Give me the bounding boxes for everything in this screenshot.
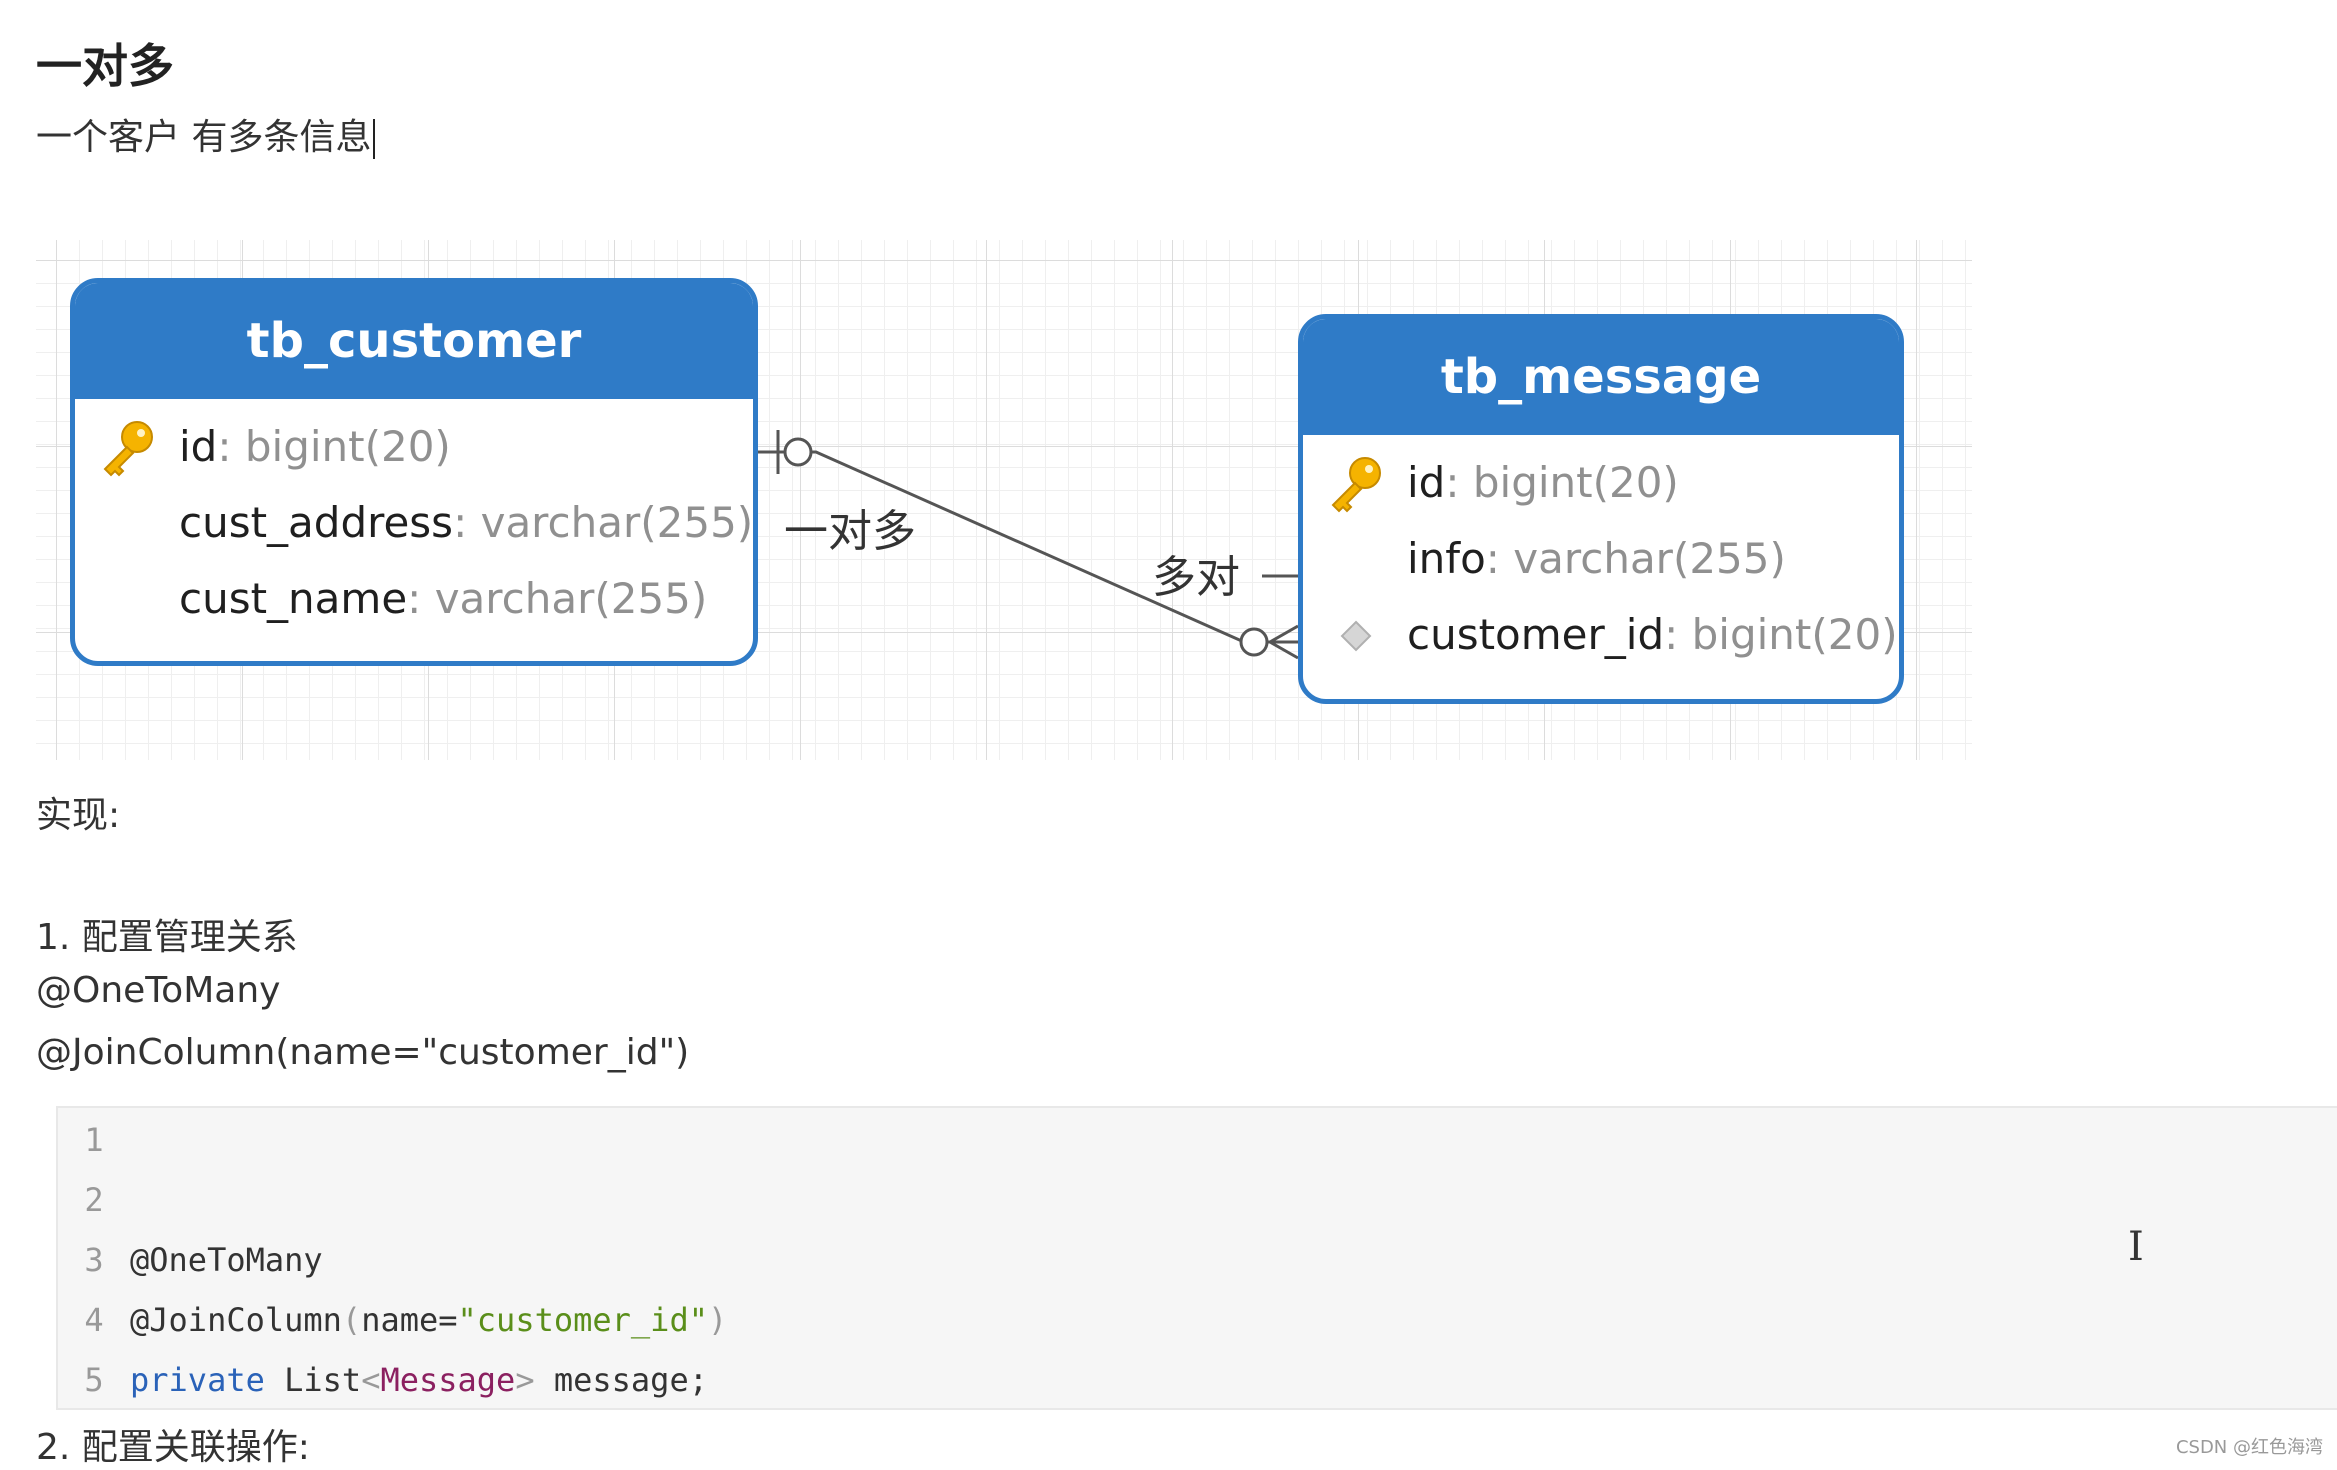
column-type: bigint(20)	[1472, 458, 1679, 507]
column-separator: :	[1445, 458, 1460, 507]
code-line: 4 @JoinColumn(name="customer_id")	[58, 1290, 2337, 1350]
column-row[interactable]: cust_name: varchar(255)	[75, 561, 753, 637]
code-line: 3 @OneToMany	[58, 1230, 2337, 1290]
line-number: 5	[84, 1361, 104, 1399]
column-row[interactable]: id: bigint(20)	[75, 409, 753, 485]
line-number: 3	[84, 1241, 104, 1279]
code-line: 2	[58, 1170, 2337, 1230]
code-generic: Message	[380, 1361, 516, 1399]
table-title: tb_customer	[75, 283, 753, 399]
watermark: CSDN @红色海湾	[2175, 1437, 2323, 1458]
column-name: id	[1407, 458, 1446, 507]
code-paren: )	[707, 1301, 728, 1339]
page-heading: 一对多	[36, 39, 174, 93]
column-row[interactable]: info: varchar(255)	[1303, 521, 1899, 597]
column-name: customer_id	[1407, 610, 1665, 659]
line-number: 2	[84, 1181, 104, 1219]
code-line: 1	[58, 1110, 2337, 1170]
zero-or-one-circle	[783, 437, 813, 467]
label-many-to-one: 多对	[1152, 552, 1240, 603]
code-annotation: @OneToMany	[130, 1241, 323, 1279]
column-type: varchar(255)	[480, 498, 754, 547]
crows-foot-marker	[1269, 624, 1299, 660]
column-name: info	[1407, 534, 1486, 583]
column-separator: :	[453, 498, 468, 547]
column-row[interactable]: cust_address: varchar(255)	[75, 485, 753, 561]
table-tb-customer[interactable]: tb_customer id: bigint(20) cust_address:…	[70, 278, 758, 666]
step-1-text: 1. 配置管理关系	[36, 917, 298, 958]
column-separator: :	[1485, 534, 1500, 583]
code-block[interactable]: 1 2 3 @OneToMany 4 @JoinColumn(name="custo…	[56, 1106, 2337, 1410]
subtitle-content: 一个客户 有多条信息	[36, 117, 372, 158]
code-identifier: message;	[534, 1361, 708, 1399]
table-tb-message[interactable]: tb_message id: bigint(20) info: varchar(…	[1298, 314, 1904, 704]
column-row[interactable]: id: bigint(20)	[1303, 445, 1899, 521]
column-name: cust_name	[179, 574, 408, 623]
table-title: tb_message	[1303, 319, 1899, 435]
code-annotation: @JoinColumn	[130, 1301, 342, 1339]
code-keyword: private	[130, 1361, 265, 1399]
code-paren: (	[341, 1301, 362, 1339]
column-separator: :	[217, 422, 232, 471]
text-cursor-icon: I	[2128, 1224, 2144, 1270]
realize-label: 实现:	[36, 795, 121, 836]
code-string: "customer_id"	[457, 1301, 708, 1339]
foreign-key-diamond-icon	[1340, 620, 1372, 652]
column-type: bigint(20)	[1691, 610, 1898, 659]
zero-or-many-circle	[1239, 627, 1269, 657]
relationship-connector: 一对多 多对	[758, 430, 1299, 660]
column-type: bigint(20)	[244, 422, 451, 471]
column-separator: :	[1664, 610, 1679, 659]
line-number: 4	[84, 1301, 104, 1339]
subtitle-text: 一个客户 有多条信息	[36, 108, 376, 160]
column-name: id	[179, 422, 218, 471]
label-one-to-many: 一对多	[784, 506, 916, 557]
primary-key-icon	[103, 421, 153, 477]
text-caret	[373, 119, 376, 159]
code-angle: >	[515, 1361, 535, 1399]
code-line: 5 private List<Message> message;	[58, 1350, 2337, 1410]
column-name: cust_address	[179, 498, 454, 547]
step-2-text: 2. 配置关联操作:	[36, 1427, 310, 1468]
code-type: List	[284, 1361, 362, 1399]
er-diagram: 一对多 多对 tb_customer id: bigint(20) cust_a…	[36, 240, 1972, 760]
column-type: varchar(255)	[1513, 534, 1786, 583]
annotation-onetomany-text: @OneToMany	[36, 970, 281, 1011]
annotation-joincolumn-text: @JoinColumn(name="customer_id")	[36, 1032, 690, 1073]
column-separator: :	[407, 574, 422, 623]
column-row[interactable]: customer_id: bigint(20)	[1303, 597, 1899, 673]
line-number: 1	[84, 1121, 104, 1159]
code-param: name=	[361, 1301, 458, 1339]
code-angle: <	[361, 1361, 381, 1399]
column-type: varchar(255)	[434, 574, 708, 623]
primary-key-icon	[1331, 457, 1381, 513]
